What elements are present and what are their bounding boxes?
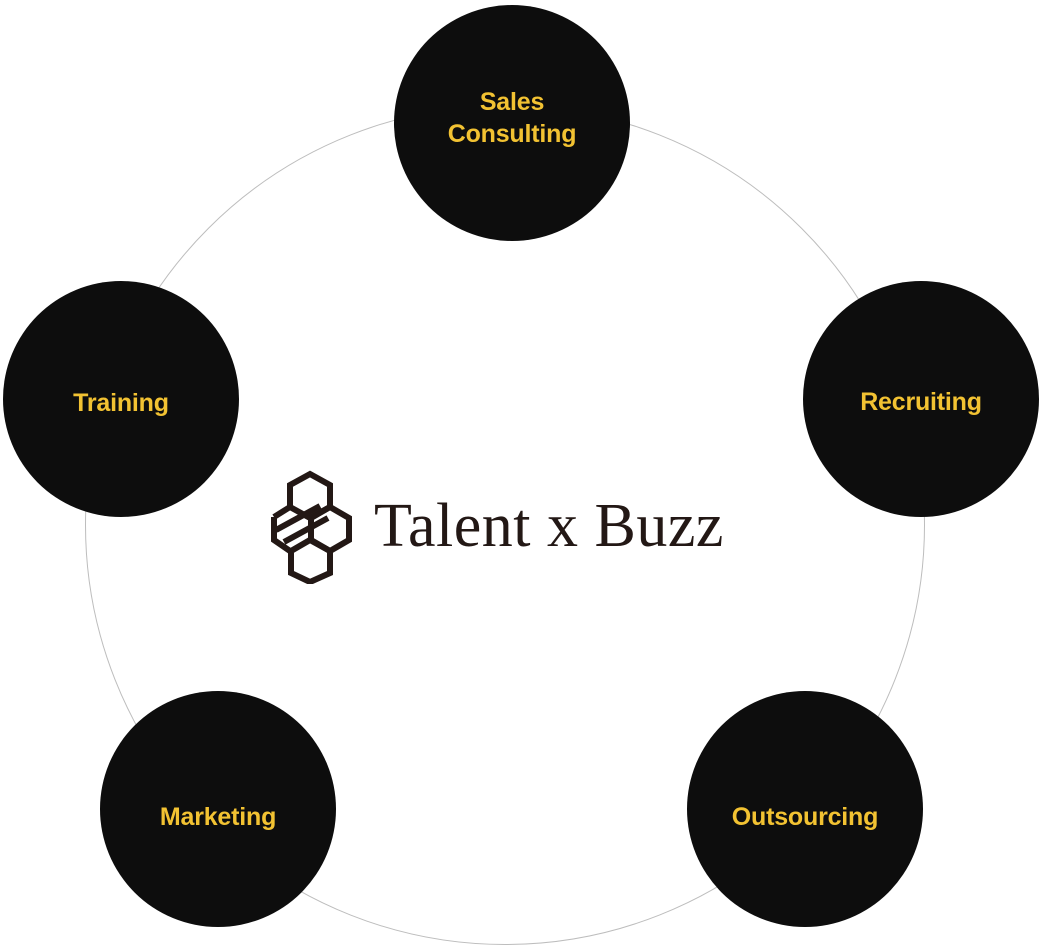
brand-name: Talent x Buzz xyxy=(374,492,724,560)
node-marketing: Marketing xyxy=(100,691,336,927)
node-label: Recruiting xyxy=(860,388,982,416)
hexagon-cluster-icon xyxy=(271,470,352,584)
node-label: Marketing xyxy=(159,803,277,831)
node-label: Training xyxy=(73,389,169,417)
node-label: Outsourcing xyxy=(731,803,879,831)
brand-logo: Talent x Buzz xyxy=(270,470,790,585)
node-recruiting: Recruiting xyxy=(803,281,1039,517)
node-label: Sales Consulting xyxy=(447,88,577,148)
node-outsourcing: Outsourcing xyxy=(687,691,923,927)
node-training: Training xyxy=(3,281,239,517)
node-sales-consulting: Sales Consulting xyxy=(394,5,630,241)
